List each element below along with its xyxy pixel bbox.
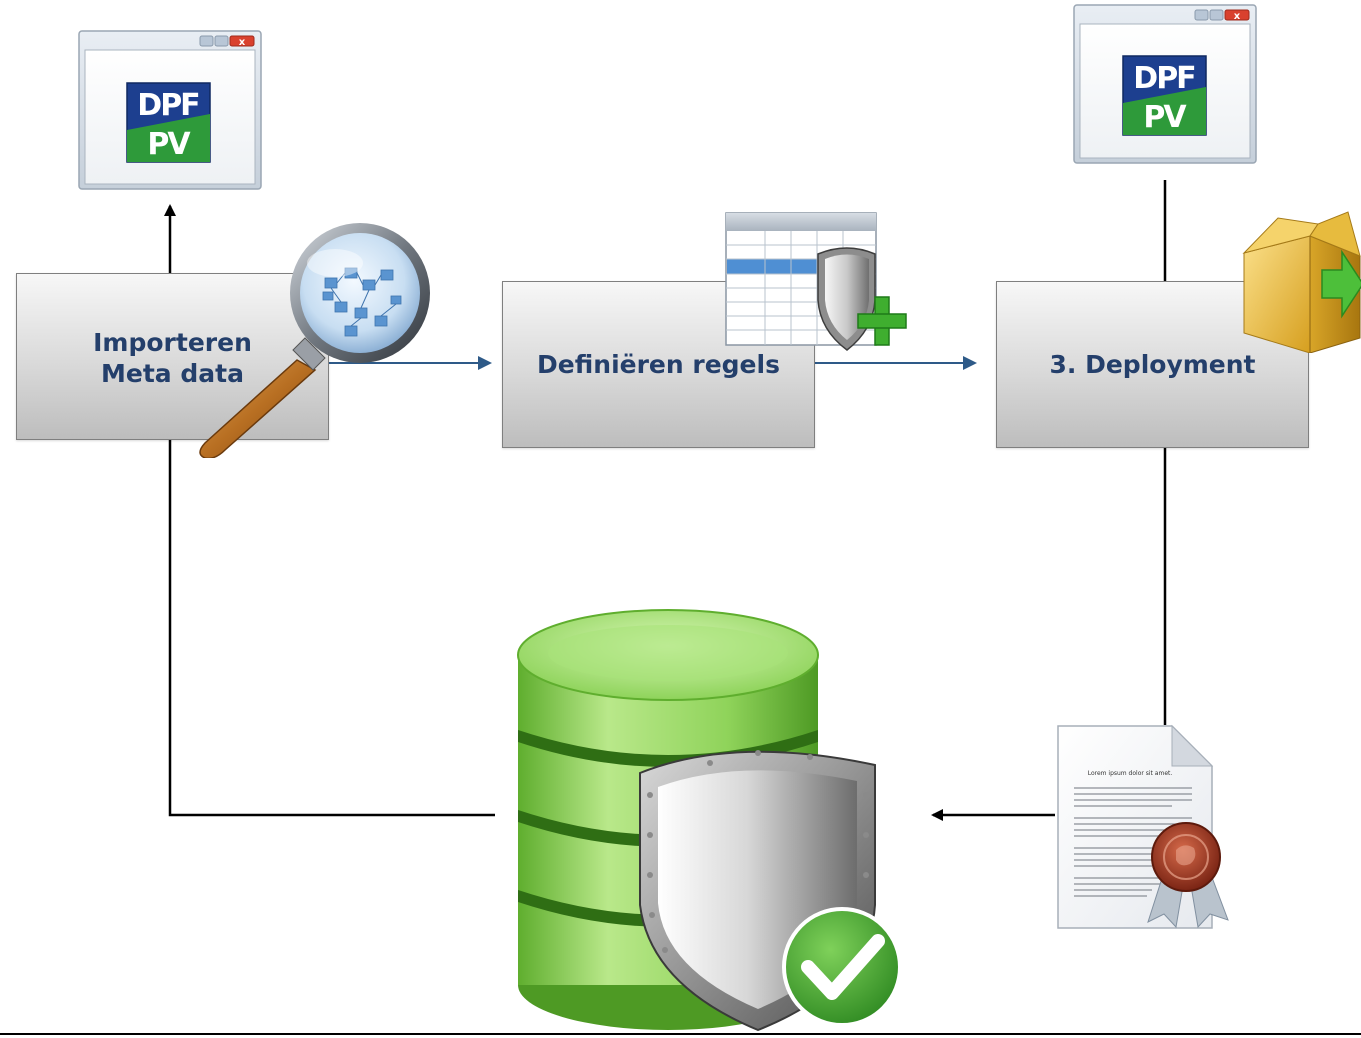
logo-bottom-text: PV xyxy=(1143,100,1187,135)
svg-text:x: x xyxy=(1234,11,1241,22)
certificate-heading: Lorem ipsum dolor sit amet. xyxy=(1088,770,1173,777)
logo-top-text: DPF xyxy=(1133,61,1194,96)
app-window-icon: x DPF PV xyxy=(78,30,262,190)
line-database-to-import xyxy=(168,440,495,817)
step-deploy-box: 3. Deployment xyxy=(996,281,1309,448)
svg-text:x: x xyxy=(239,37,246,48)
step-define-label: Definiëren regels xyxy=(537,350,780,379)
package-box-icon xyxy=(1242,211,1361,353)
logo-bottom-text: PV xyxy=(147,127,191,162)
step-deploy-label: 3. Deployment xyxy=(1049,350,1256,379)
certificate-document-icon: Lorem ipsum dolor sit amet. xyxy=(1057,724,1229,929)
logo-top-text: DPF xyxy=(137,88,198,123)
app-window-icon: x DPF PV xyxy=(1073,4,1257,164)
step-import-box: Importeren Meta data xyxy=(16,273,329,440)
magnifier-icon xyxy=(199,223,430,458)
table-shield-add-icon xyxy=(725,212,907,351)
step-import-label: Importeren Meta data xyxy=(93,327,252,388)
database-shield-check-icon xyxy=(517,609,902,1032)
